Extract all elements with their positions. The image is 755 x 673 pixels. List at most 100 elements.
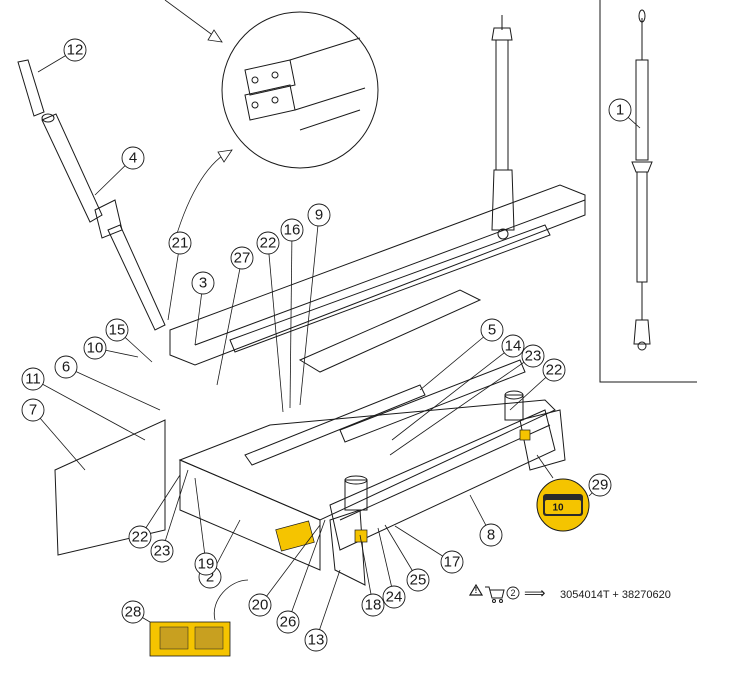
callout-number-2: 2 bbox=[206, 569, 214, 586]
callout-number-25: 25 bbox=[410, 572, 427, 589]
kit-quantity: 2 bbox=[510, 588, 515, 598]
callout-10: 10 bbox=[83, 336, 139, 360]
callout-balloon-26 bbox=[276, 610, 300, 634]
callout-number-22b: 22 bbox=[546, 362, 563, 379]
callout-leader-13 bbox=[315, 569, 341, 641]
callout-number-8: 8 bbox=[487, 527, 495, 544]
callout-balloon-12 bbox=[63, 38, 87, 62]
warning-icon bbox=[468, 583, 484, 596]
callout-6: 6 bbox=[54, 355, 161, 411]
detail-magnifier bbox=[164, 0, 379, 241]
callout-27: 27 bbox=[216, 246, 254, 386]
callout-14: 14 bbox=[391, 334, 525, 441]
callout-number-15: 15 bbox=[109, 322, 126, 339]
callout-9: 9 bbox=[299, 203, 331, 406]
beam-warning-decal bbox=[275, 429, 531, 552]
callout-22a: 22 bbox=[256, 231, 284, 413]
callout-16: 16 bbox=[280, 218, 304, 409]
callout-balloon-16 bbox=[280, 218, 304, 242]
callout-number-27: 27 bbox=[234, 250, 251, 267]
callout-number-24: 24 bbox=[386, 589, 403, 606]
callout-balloon-4 bbox=[121, 146, 145, 170]
callout-balloon-28 bbox=[121, 600, 145, 624]
callout-balloon-22c bbox=[128, 525, 152, 549]
left-tie-rod bbox=[17, 59, 166, 331]
callout-number-17: 17 bbox=[444, 554, 461, 571]
torque-decal-29: 10 bbox=[536, 454, 590, 532]
callout-21: 21 bbox=[167, 231, 192, 321]
callout-balloon-6 bbox=[54, 355, 78, 379]
callout-leader-6 bbox=[65, 366, 161, 411]
callout-leader-16 bbox=[289, 229, 293, 409]
callout-balloon-20 bbox=[248, 593, 272, 617]
callout-balloon-14 bbox=[501, 334, 525, 358]
callout-15: 15 bbox=[105, 318, 153, 363]
callout-balloon-27 bbox=[230, 246, 254, 270]
center-right-tie-rod bbox=[491, 15, 515, 240]
cart-icon bbox=[485, 586, 505, 603]
callout-leader-23a bbox=[389, 355, 534, 456]
callout-number-22c: 22 bbox=[132, 529, 149, 546]
callout-1: 1 bbox=[608, 98, 641, 129]
callout-23b: 23 bbox=[150, 469, 189, 563]
callout-balloon-11 bbox=[21, 367, 45, 391]
callout-leader-14 bbox=[391, 345, 514, 441]
callout-balloon-7 bbox=[21, 398, 45, 422]
callout-number-16: 16 bbox=[284, 222, 301, 239]
callout-22b: 22 bbox=[509, 358, 566, 411]
callout-number-12: 12 bbox=[67, 42, 84, 59]
callout-11: 11 bbox=[21, 367, 146, 441]
callout-17: 17 bbox=[394, 525, 464, 574]
callout-24: 24 bbox=[377, 527, 406, 609]
inset-panel-tie-rod bbox=[599, 0, 697, 383]
callout-leader-26 bbox=[287, 519, 326, 623]
callout-20: 20 bbox=[248, 524, 321, 617]
arrow-glyph: ⟹ bbox=[524, 585, 546, 602]
callout-balloon-18 bbox=[361, 593, 385, 617]
callout-balloon-9 bbox=[307, 203, 331, 227]
callout-balloon-3 bbox=[191, 271, 215, 295]
part-numbers: 3054014T + 38270620 bbox=[560, 589, 671, 601]
callout-5: 5 bbox=[419, 318, 504, 391]
callout-leader-18 bbox=[359, 534, 374, 606]
callout-13: 13 bbox=[304, 569, 341, 652]
callout-number-23a: 23 bbox=[525, 348, 542, 365]
callout-leader-20 bbox=[259, 524, 321, 606]
callout-number-26: 26 bbox=[280, 614, 297, 631]
callout-number-22a: 22 bbox=[260, 235, 277, 252]
callout-3: 3 bbox=[191, 271, 215, 346]
footer-kit-line: ! 2 ⟹ 3054014T + 38270620 bbox=[468, 583, 671, 603]
callout-leader-27 bbox=[216, 257, 243, 386]
callout-balloon-19 bbox=[194, 552, 218, 576]
callout-number-7: 7 bbox=[29, 402, 37, 419]
callout-number-18: 18 bbox=[365, 597, 382, 614]
callout-number-14: 14 bbox=[505, 338, 522, 355]
callout-23a: 23 bbox=[389, 344, 545, 456]
callout-number-23b: 23 bbox=[154, 543, 171, 560]
callout-balloon-22b bbox=[542, 358, 566, 382]
torque-value: 10 bbox=[552, 503, 564, 514]
callout-balloon-24 bbox=[382, 585, 406, 609]
callout-leader-22c bbox=[139, 474, 181, 538]
callout-number-3: 3 bbox=[199, 275, 207, 292]
callout-18: 18 bbox=[359, 534, 385, 617]
callout-balloon-29 bbox=[588, 473, 612, 497]
main-frame bbox=[54, 184, 586, 586]
callout-number-1: 1 bbox=[616, 102, 624, 119]
callout-balloon-17 bbox=[440, 550, 464, 574]
callout-leader-22a bbox=[267, 242, 284, 413]
callout-leader-9 bbox=[299, 214, 320, 406]
callout-balloon-8 bbox=[479, 523, 503, 547]
callout-balloon-13 bbox=[304, 628, 328, 652]
callout-leader-23b bbox=[161, 469, 189, 552]
svg-text:!: ! bbox=[475, 586, 478, 595]
callout-balloon-22a bbox=[256, 231, 280, 255]
callout-leader-19 bbox=[194, 477, 207, 565]
callout-balloon-10 bbox=[83, 336, 107, 360]
callout-number-4: 4 bbox=[129, 150, 137, 167]
callout-leader-5 bbox=[419, 329, 493, 391]
callout-balloon-23b bbox=[150, 539, 174, 563]
callout-leader-24 bbox=[377, 527, 395, 598]
callout-number-20: 20 bbox=[252, 597, 269, 614]
